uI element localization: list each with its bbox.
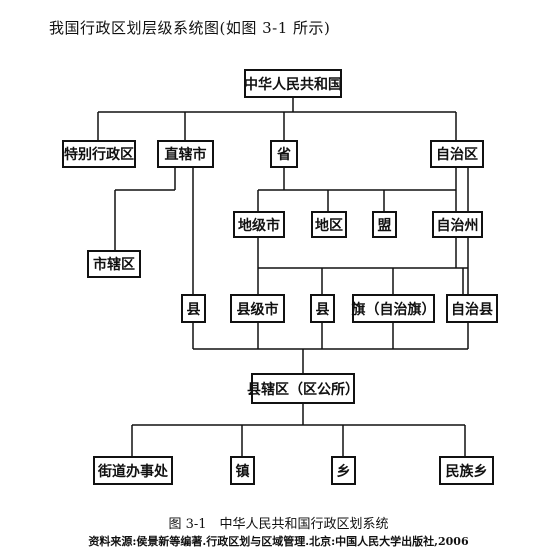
figure-caption: 图 3-1 中华人民共和国行政区划系统 [168,517,389,532]
node-prefecture-city: 地级市 [233,211,285,238]
node-banner: 旗（自治旗） [352,294,436,323]
node-municipal-district: 市辖区 [87,250,141,278]
node-county-a: 县 [181,294,206,323]
node-special-administrative-region: 特别行政区 [62,140,136,168]
node-prefecture: 地区 [311,211,347,238]
node-county-b: 县 [310,294,335,323]
node-town: 镇 [230,456,255,485]
node-municipality: 直辖市 [157,140,214,168]
page-title: 我国行政区划层级系统图(如图 3-1 所示) [49,19,331,37]
node-subdistrict-office: 街道办事处 [93,456,173,485]
node-county-level-city: 县级市 [230,294,285,323]
node-township: 乡 [331,456,356,485]
node-county-district: 县辖区（区公所） [247,373,359,404]
node-autonomous-prefecture: 自治州 [432,211,483,238]
source-note: 资料来源:侯景新等编著.行政区划与区域管理.北京:中国人民大学出版社,2006 [88,535,469,548]
node-province: 省 [270,140,298,168]
node-ethnic-township: 民族乡 [439,456,494,485]
node-prc: 中华人民共和国 [244,69,342,98]
node-autonomous-region: 自治区 [430,140,484,168]
node-autonomous-county: 自治县 [446,294,498,323]
node-league: 盟 [372,211,397,238]
